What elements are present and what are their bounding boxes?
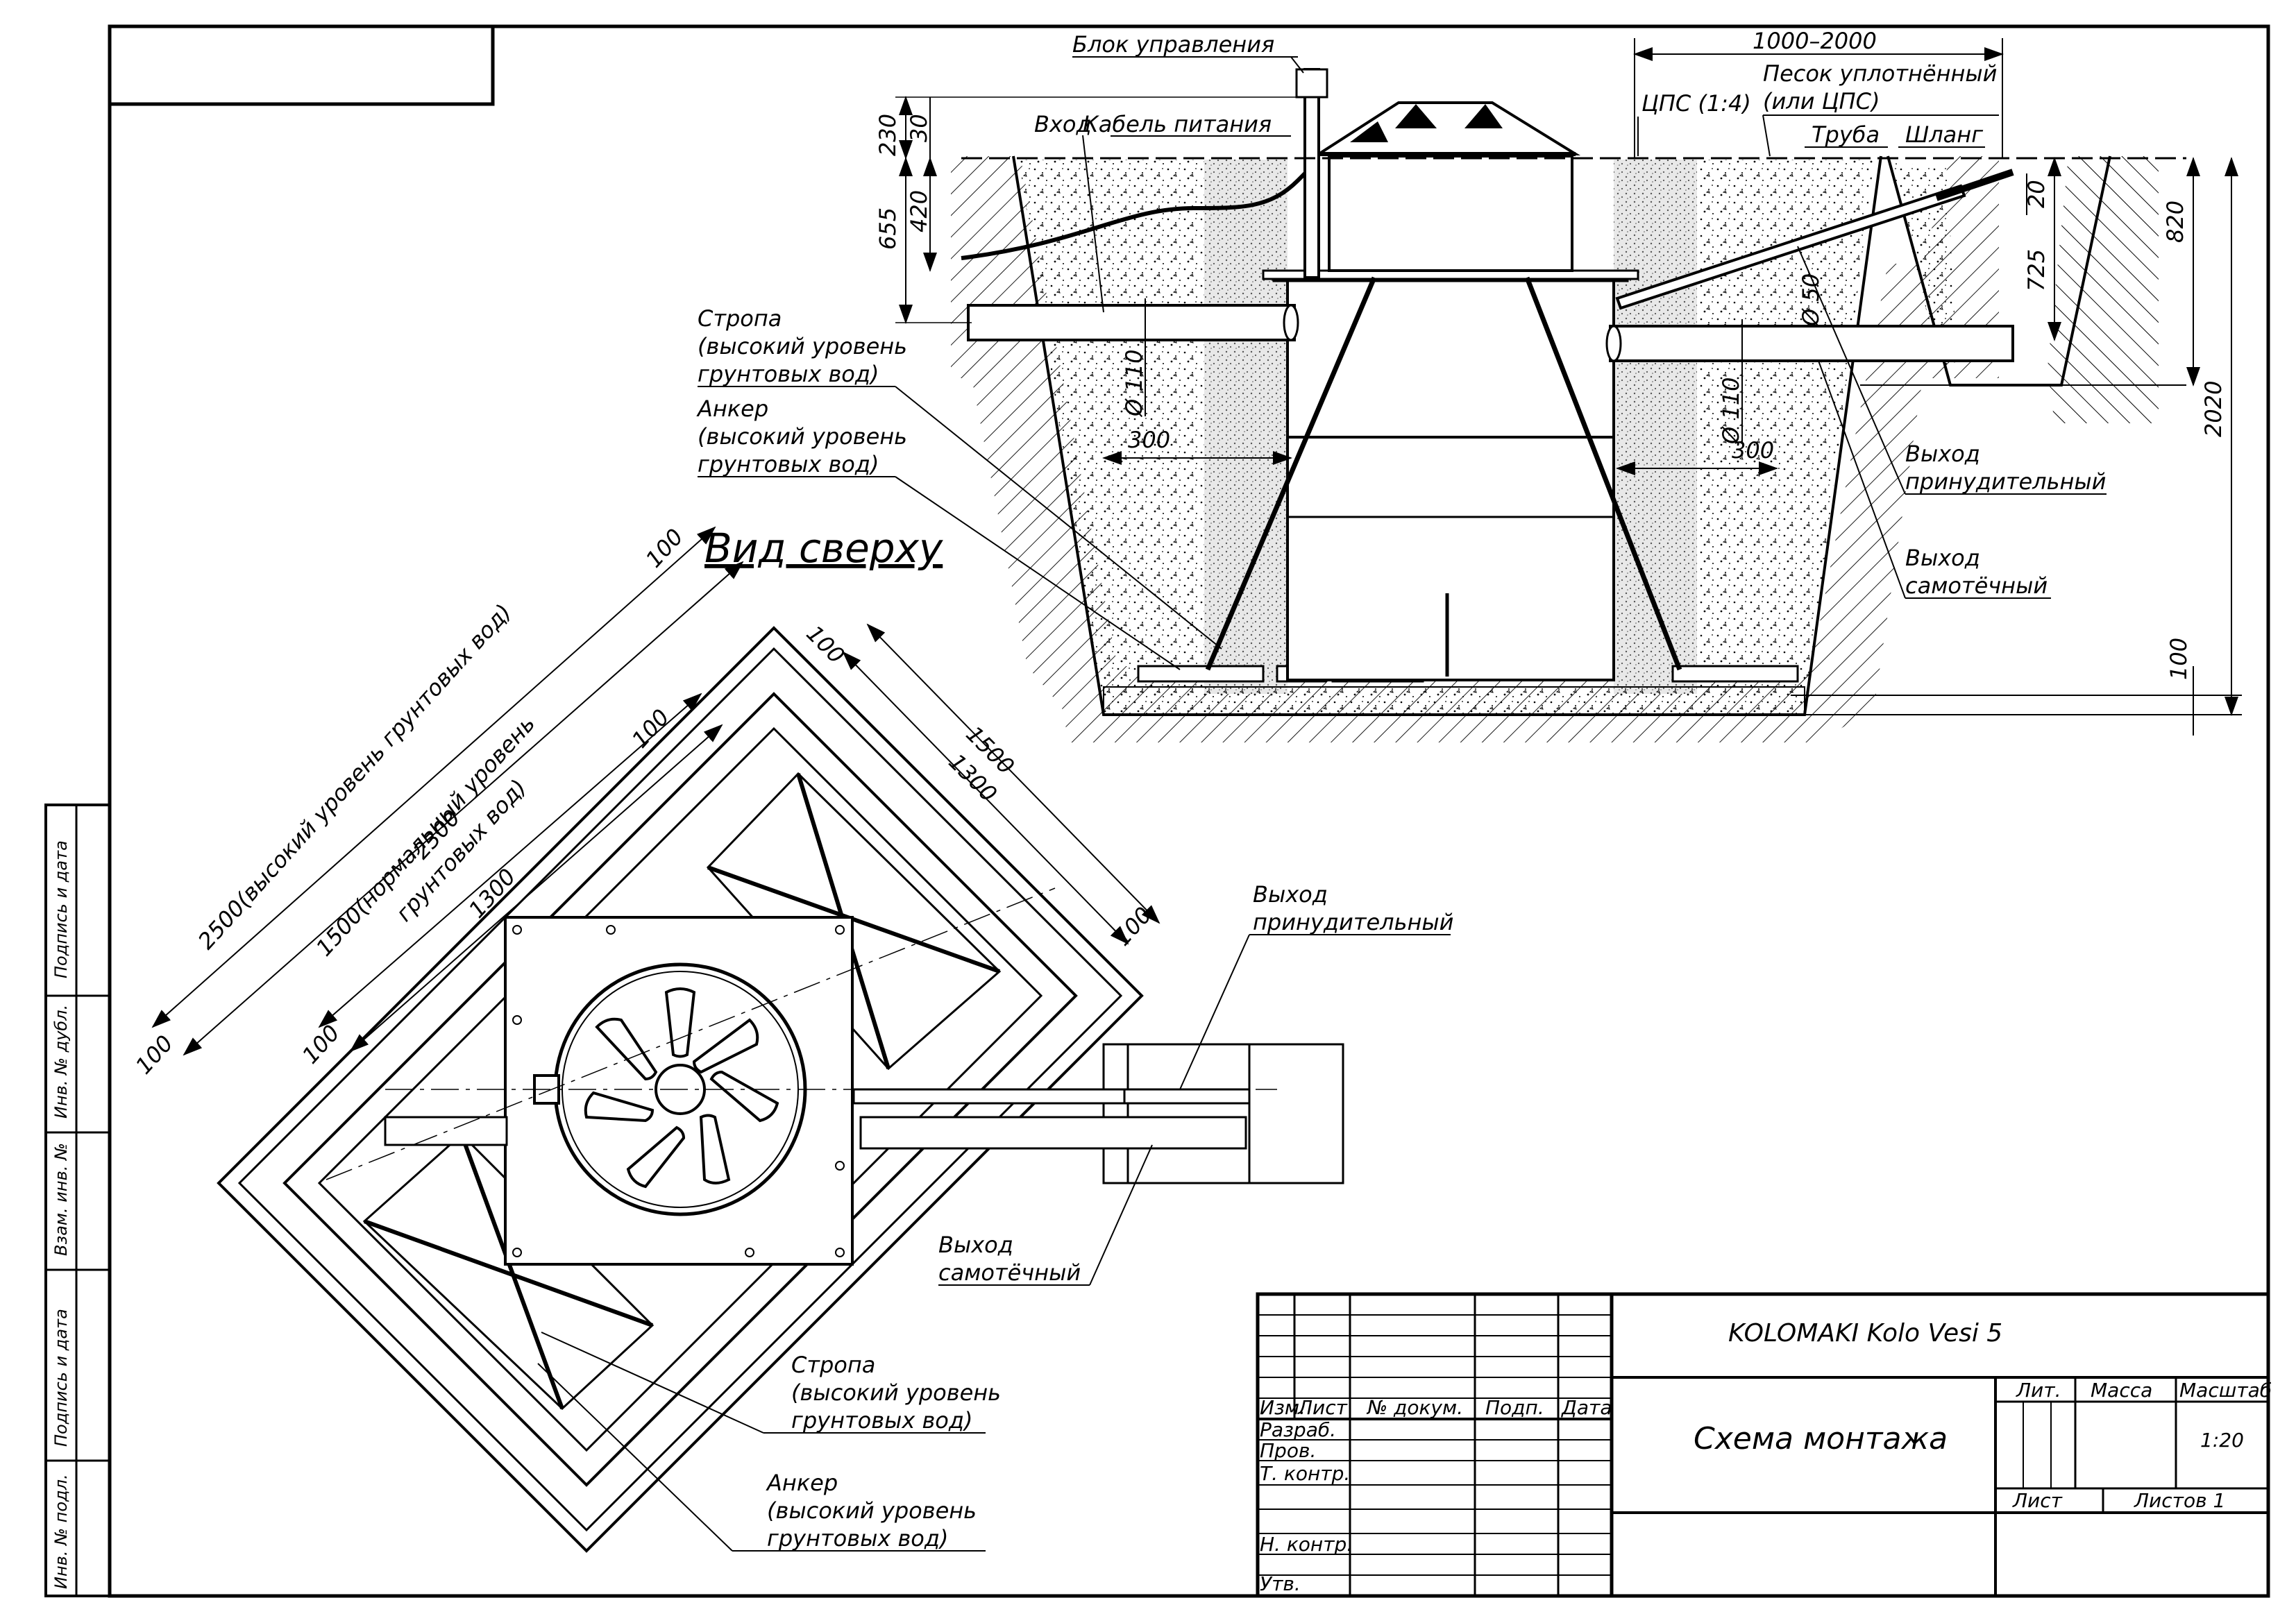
dim-300-right: 300 <box>1732 437 1774 464</box>
label-hose: Шланг <box>1905 121 1983 148</box>
anchor-plate-right <box>1671 665 1799 683</box>
label-strap-note1: (высокий уровень <box>698 333 907 359</box>
tb-row-prov: Пров. <box>1260 1439 1316 1462</box>
ground-hatch-right <box>2048 156 2159 423</box>
label-forced-out2: принудительный <box>1905 468 2106 495</box>
dim-820: 820 <box>2162 201 2188 243</box>
side-label-2: Инв. № дубл. <box>51 1005 71 1119</box>
label-inlet: Вход <box>1034 111 1092 137</box>
label-power-cable: Кабель питания <box>1083 111 1272 137</box>
label-gravity-out2: самотёчный <box>1905 572 2048 599</box>
dim-230: 230 <box>875 114 901 156</box>
dim-30: 30 <box>906 114 932 142</box>
dim-300-left: 300 <box>1128 427 1170 453</box>
label-anchor-note1: (высокий уровень <box>698 423 907 450</box>
side-label-1: Подпись и дата <box>51 840 71 978</box>
tb-header-doc: № докум. <box>1366 1396 1463 1419</box>
plan-label-strap-note2: грунтовых вод) <box>791 1407 972 1434</box>
label-gravity-out: Выход <box>1905 545 1980 571</box>
plan-label-anchor-note2: грунтовых вод) <box>767 1525 948 1552</box>
plan-title: Вид сверху <box>704 525 943 572</box>
dim-655: 655 <box>875 207 901 250</box>
dim-420: 420 <box>906 190 932 232</box>
plan-label-strap-note1: (высокий уровень <box>791 1379 1001 1406</box>
plan-dim-100d: 100 <box>1109 902 1157 951</box>
tb-header-list: Лист <box>1297 1396 1348 1419</box>
tb-row-utv: Утв. <box>1260 1572 1301 1595</box>
dim-100-base: 100 <box>2166 638 2192 680</box>
plan-label-strap: Стропа <box>791 1352 875 1378</box>
tb-sheets: Листов 1 <box>2134 1489 2225 1512</box>
inlet-pipe <box>967 304 1296 341</box>
tank-lid <box>1314 101 1581 155</box>
plan-dim-100e: 100 <box>130 1030 178 1080</box>
plan-dim-100b: 100 <box>627 704 675 754</box>
label-sand2: (или ЦПС) <box>1763 88 1880 114</box>
dim-d50: Ø 50 <box>1798 273 1824 328</box>
label-anchor: Анкер <box>696 396 768 422</box>
outlet-gravity-plan <box>859 1116 1247 1150</box>
tb-lit: Лит. <box>2016 1379 2061 1402</box>
side-strip: Подпись и дата Инв. № дубл. Взам. инв. №… <box>44 804 111 1597</box>
hose <box>1935 169 2014 201</box>
tb-header-izm: Изм. <box>1260 1396 1306 1419</box>
section-view: Блок управления Вход Кабель питания ЦПС … <box>696 28 2242 742</box>
tb-header-date: Дата <box>1560 1396 1612 1419</box>
dim-725: 725 <box>2023 249 2050 291</box>
tb-scale: 1:20 <box>2200 1429 2244 1452</box>
base-slab <box>1103 686 1805 715</box>
tb-sheet-title: Схема монтажа <box>1694 1421 1948 1456</box>
title-block: Изм. Лист № докум. Подп. Дата Разраб. Пр… <box>1256 1292 2272 1598</box>
dim-d110-right: Ø 110 <box>1718 377 1744 445</box>
control-unit <box>1303 68 1320 279</box>
tank-neck <box>1328 155 1573 272</box>
dim-d110-left: Ø 110 <box>1121 350 1147 418</box>
dim-20: 20 <box>2023 180 2050 208</box>
dim-1000-2000: 1000–2000 <box>1753 28 1877 54</box>
tank-body-lower <box>1286 436 1615 681</box>
label-sand: Песок уплотнённый <box>1763 60 1997 87</box>
tb-row-nkontr: Н. контр. <box>1260 1533 1353 1556</box>
side-label-4: Подпись и дата <box>51 1309 71 1447</box>
plan-dim-100a: 100 <box>641 524 689 573</box>
plan-label-forced-out: Выход <box>1253 881 1328 908</box>
tb-row-razrab: Разраб. <box>1260 1418 1336 1441</box>
cps-layer-left <box>1204 160 1288 694</box>
label-anchor-note2: грунтовых вод) <box>698 451 879 477</box>
tb-mass: Масса <box>2091 1379 2152 1402</box>
plan-label-gravity-out: Выход <box>938 1232 1013 1258</box>
plan-label-anchor-note1: (высокий уровень <box>767 1497 977 1524</box>
sand-fill-left <box>1019 160 1204 694</box>
tb-sheet: Лист <box>2012 1489 2063 1512</box>
tb-product: KOLOMAKI Kolo Vesi 5 <box>1728 1319 2002 1348</box>
inlet-pipe-plan <box>384 1116 508 1146</box>
plan-dim-100f: 100 <box>297 1020 345 1069</box>
sand-fill-right <box>1697 160 1874 694</box>
outlet-trench <box>1102 1043 1344 1184</box>
label-pipe: Труба <box>1812 121 1880 148</box>
tb-row-tkontr: Т. контр. <box>1260 1462 1350 1485</box>
plan-label-anchor: Анкер <box>766 1470 838 1496</box>
anchor-plate-left <box>1137 665 1265 683</box>
dim-2020: 2020 <box>2200 381 2227 437</box>
label-cps: ЦПС (1:4) <box>1641 90 1751 117</box>
label-control-unit: Блок управления <box>1072 31 1274 58</box>
plan-label-gravity-out2: самотёчный <box>938 1259 1081 1286</box>
top-left-stamp <box>108 24 495 106</box>
power-cable <box>961 171 1307 260</box>
tb-header-sign: Подп. <box>1485 1396 1544 1419</box>
side-label-5: Инв. № подл. <box>51 1474 71 1589</box>
label-strap-note2: грунтовых вод) <box>698 361 879 387</box>
plan-label-forced-out2: принудительный <box>1253 909 1453 935</box>
side-label-3: Взам. инв. № <box>51 1143 71 1256</box>
tb-scale-label: Масштаб <box>2179 1379 2272 1402</box>
outlet-forced-pipe <box>1615 184 1966 310</box>
label-strap: Стропа <box>698 305 782 332</box>
label-forced-out: Выход <box>1905 441 1980 467</box>
outlet-gravity-pipe <box>1609 325 2014 362</box>
tank-body-mid <box>1286 273 1615 439</box>
